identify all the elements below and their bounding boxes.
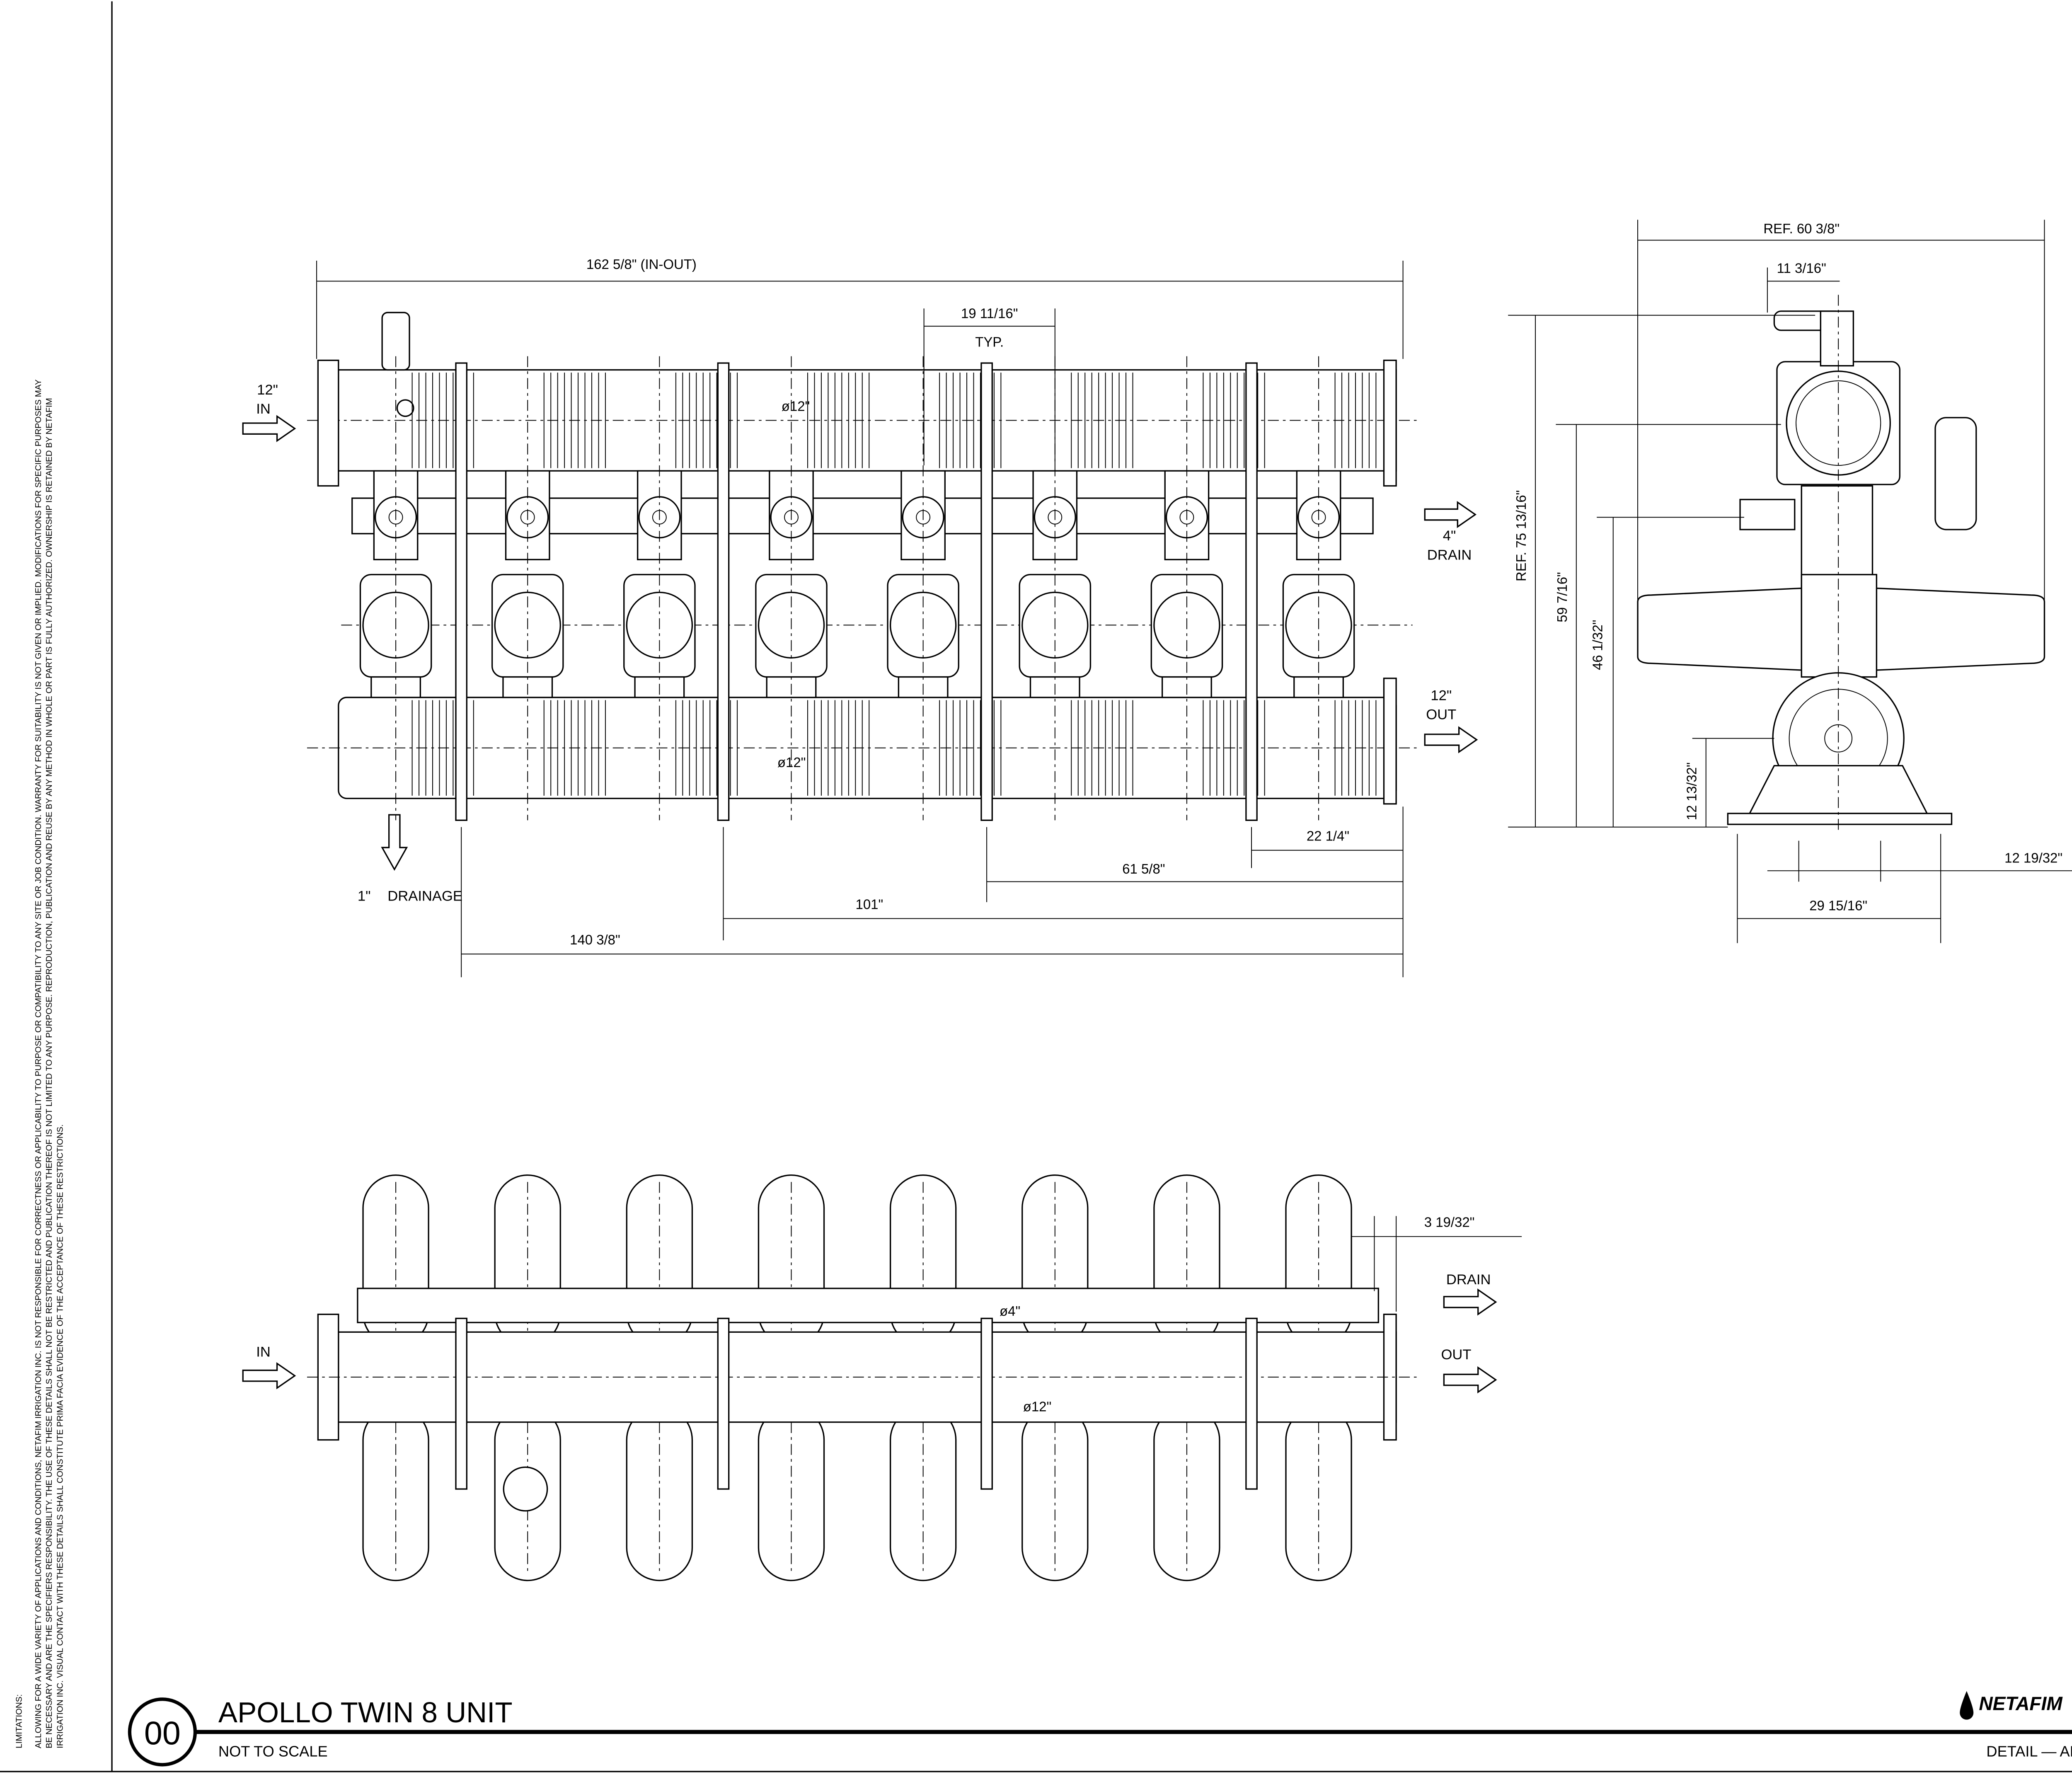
plan-drain-diameter: ø4" xyxy=(1000,1303,1020,1319)
dim-22-1-4: 22 1/4" xyxy=(1307,828,1349,844)
pressure-gauge xyxy=(396,399,414,417)
dim-ref-height: REF. 75 13/16" xyxy=(1513,490,1529,581)
filter-left xyxy=(1637,587,1802,671)
dim-29-15-16: 29 15/16" xyxy=(1809,898,1867,913)
dim-11-3-16: 11 3/16" xyxy=(1777,261,1826,276)
plan-view: IN DRAIN OUT 3 19/32" ø4" ø12" xyxy=(242,1174,1522,1581)
logo-text: NETAFIM xyxy=(1979,1693,2063,1714)
coupling-flange xyxy=(717,1317,730,1490)
coupling-flange xyxy=(455,1317,467,1490)
drain-size: 4" xyxy=(1443,528,1456,544)
drain-end-flange xyxy=(1383,359,1397,487)
title-block: 00 APOLLO TWIN 8 UNIT NOT TO SCALE DETAI… xyxy=(128,1691,2072,1767)
drainage-label: DRAINAGE xyxy=(387,888,462,904)
coupling-flange xyxy=(980,1317,993,1490)
outlet-arrow-icon xyxy=(1424,726,1478,753)
dim-filter-spacing-typ: TYP. xyxy=(975,334,1004,350)
dim-46-1-32: 46 1/32" xyxy=(1590,620,1605,671)
coupling-flange xyxy=(1245,1317,1258,1490)
plan-outlet-label: OUT xyxy=(1441,1347,1472,1363)
drawing-title: APOLLO TWIN 8 UNIT xyxy=(218,1696,513,1729)
plan-drain-label: DRAIN xyxy=(1446,1272,1491,1288)
coupling-flange xyxy=(455,362,467,821)
inlet-flange xyxy=(317,359,339,487)
dim-3-19-32: 3 19/32" xyxy=(1424,1215,1475,1230)
air-valve xyxy=(381,312,410,371)
drain-arrow-icon xyxy=(1424,501,1477,528)
limitations-line-2: BE NECESSARY AND ARE THE SPECIFIERS RESP… xyxy=(45,398,54,1748)
drain-valve xyxy=(1739,499,1796,530)
drain-label: DRAIN xyxy=(1427,547,1472,563)
limitations-line-3: IRRIGATION INC. VISUAL CONTACT WITH THES… xyxy=(56,1124,65,1748)
coupling-flange xyxy=(1245,362,1258,821)
dim-filter-spacing: 19 11/16" xyxy=(961,305,1018,321)
water-drop-icon xyxy=(1960,1691,1974,1720)
dim-12-19-32: 12 19/32" xyxy=(2004,850,2062,865)
outlet-flange xyxy=(1383,678,1397,805)
bottom-pipe-diameter: ø12" xyxy=(777,755,806,770)
plan-control-valve xyxy=(503,1466,548,1512)
scale-note: NOT TO SCALE xyxy=(218,1743,328,1760)
top-pipe-diameter: ø12" xyxy=(782,398,810,414)
inlet-size: 12" xyxy=(257,382,278,398)
inlet-label: IN xyxy=(256,401,271,417)
plan-inlet-label: IN xyxy=(256,1344,271,1360)
plan-outlet-arrow-icon xyxy=(1443,1366,1497,1394)
drainage-size: 1" xyxy=(358,888,371,904)
limitations-line-1: ALLOWING FOR A WIDE VARIETY OF APPLICATI… xyxy=(34,379,43,1748)
dim-overall-in-out: 162 5/8" (IN-OUT) xyxy=(586,257,697,272)
coupling-flange xyxy=(717,362,730,821)
dim-140-3-8: 140 3/8" xyxy=(570,932,620,947)
coupling-flange xyxy=(980,362,993,821)
side-elevation-view: REF. 60 3/8" 11 3/16" REF. 75 13/16" 59 … xyxy=(1508,220,2072,943)
limitations-heading: LIMITATIONS: xyxy=(15,1694,24,1748)
plan-drain-manifold xyxy=(357,1288,1379,1323)
dim-59-7-16: 59 7/16" xyxy=(1554,572,1570,622)
netafim-logo: NETAFIM ™ xyxy=(1960,1691,2063,1720)
front-elevation-view: 162 5/8" (IN-OUT) 19 11/16" TYP. ø12" ø1… xyxy=(242,257,1478,978)
dim-101: 101" xyxy=(856,896,884,912)
dim-61-5-8: 61 5/8" xyxy=(1122,861,1165,876)
control-valve xyxy=(1934,417,1977,530)
limitations-block: LIMITATIONS: ALLOWING FOR A WIDE VARIETY… xyxy=(15,379,65,1748)
detail-number: 00 xyxy=(144,1714,181,1751)
filter-right xyxy=(1876,587,2045,671)
plan-inlet-arrow-icon xyxy=(242,1362,296,1390)
dim-12-13-32: 12 13/32" xyxy=(1684,762,1699,820)
plan-drain-arrow-icon xyxy=(1443,1288,1497,1316)
dim-ref-width: REF. 60 3/8" xyxy=(1763,221,1840,236)
drainage-arrow-icon xyxy=(381,814,408,871)
outlet-label: OUT xyxy=(1426,707,1456,723)
plan-main-diameter: ø12" xyxy=(1023,1399,1051,1414)
inlet-arrow-icon xyxy=(242,415,296,442)
detail-reference: DETAIL — APF208 xyxy=(1986,1743,2072,1760)
outlet-size: 12" xyxy=(1431,688,1452,704)
